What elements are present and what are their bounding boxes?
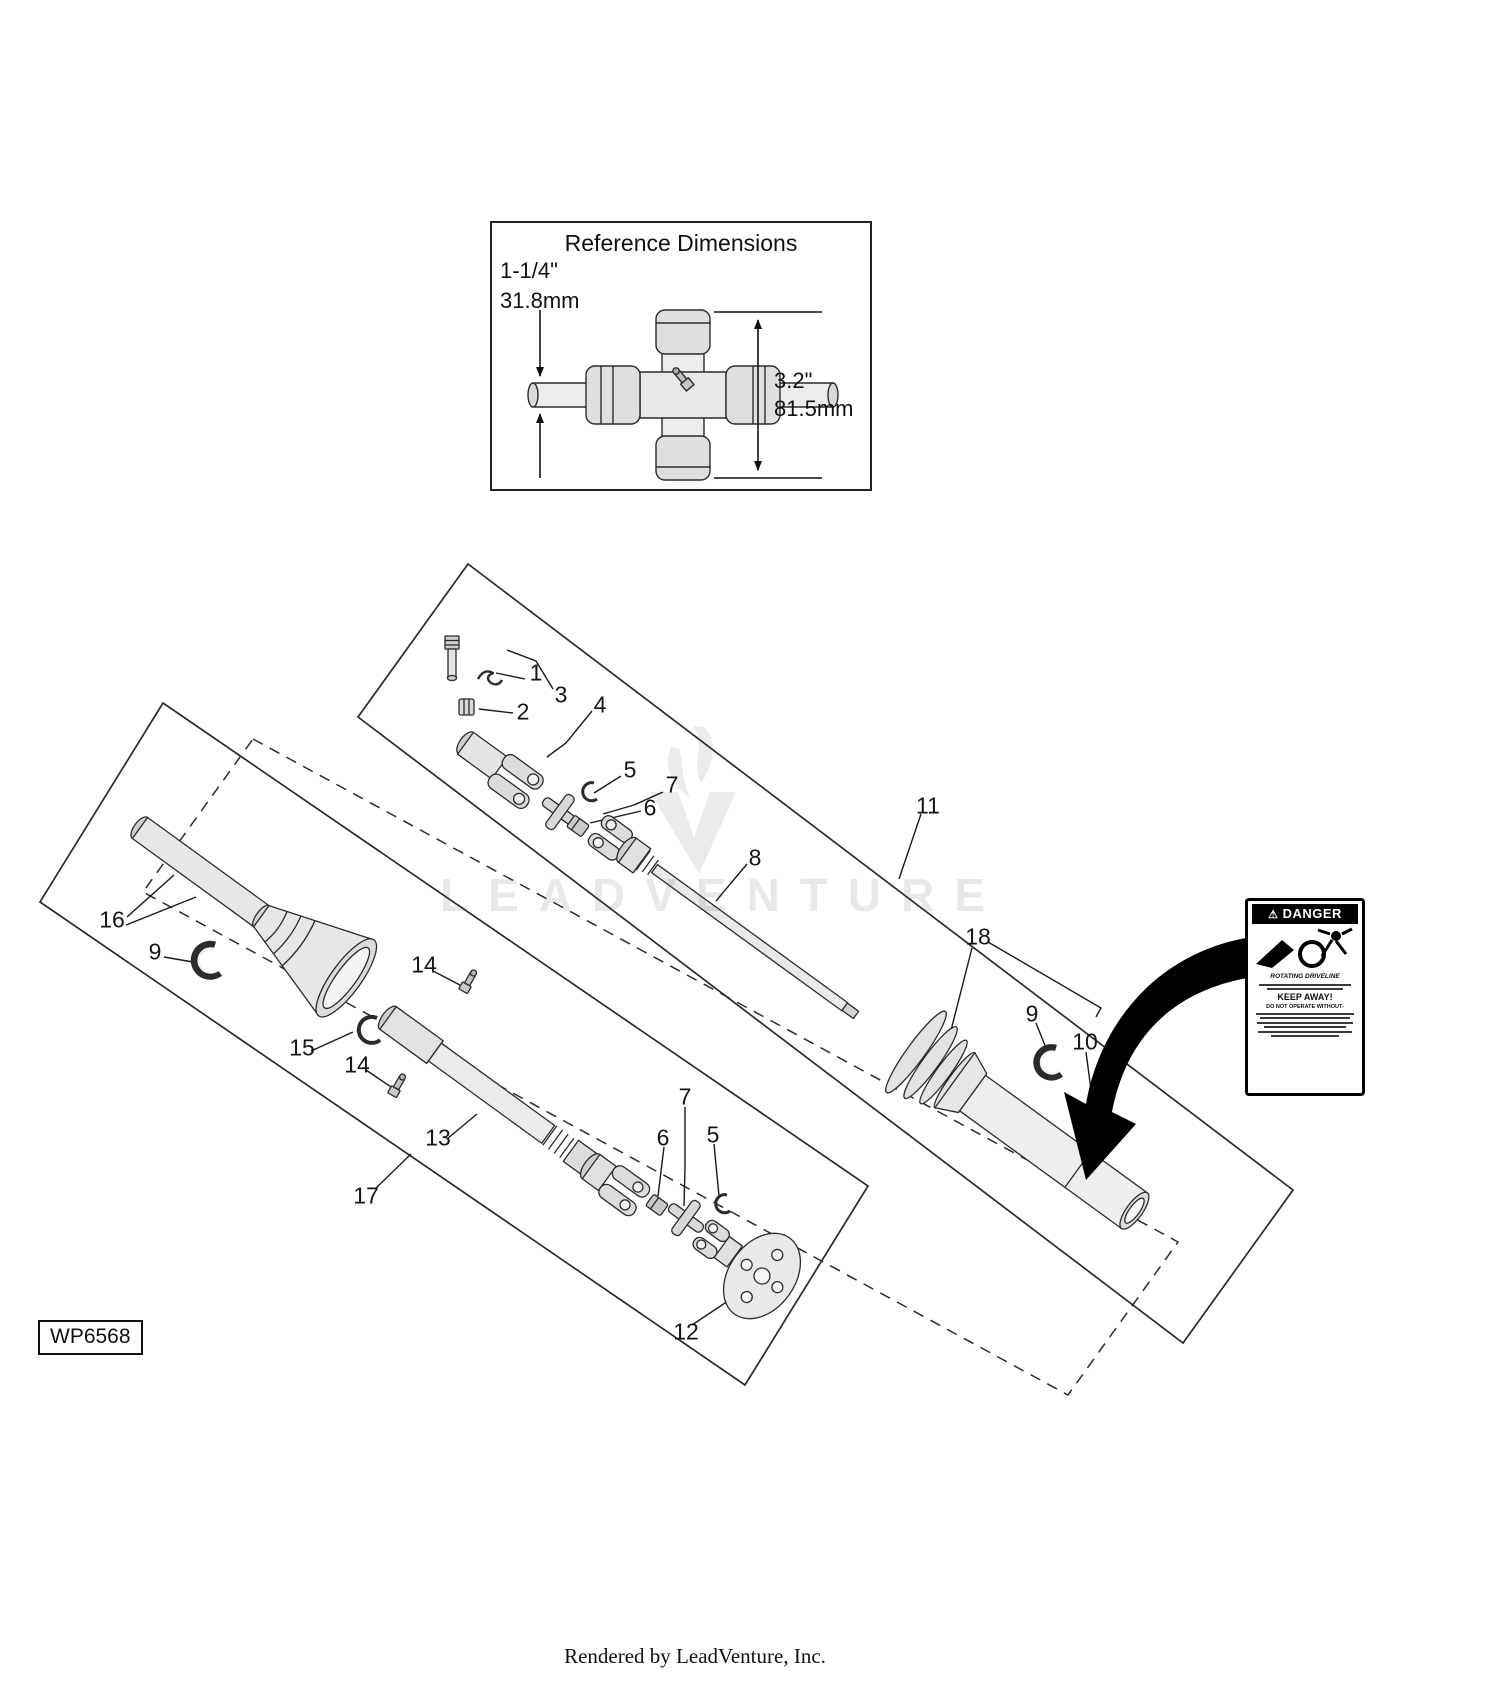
drive-shaft-8 — [635, 850, 860, 1020]
danger-safety-label: ⚠ DANGER ROTATING DRIVELINE KEEP AWAY! D… — [1245, 898, 1365, 1096]
dimension-arrows — [536, 310, 822, 479]
cross-7-upper — [541, 793, 579, 831]
callout-1: 1 — [529, 659, 543, 686]
callout-6: 6 — [643, 794, 657, 821]
drawing-code-box: WP6568 — [38, 1320, 143, 1355]
nut-2 — [458, 698, 475, 716]
callout-5: 5 — [706, 1121, 720, 1148]
snap-ring-5-upper — [581, 781, 598, 803]
callout-2: 2 — [516, 698, 530, 725]
bolt-1 — [444, 635, 460, 682]
callout-3: 3 — [554, 681, 568, 708]
right-driveline-shield-18 — [885, 1010, 1150, 1230]
danger-fine-print-line — [1263, 1026, 1347, 1028]
danger-fine-print-line — [1257, 1021, 1353, 1024]
watermark-text: LEADVENTURE — [440, 869, 1006, 921]
callout-12: 12 — [673, 1318, 699, 1345]
callout-7: 7 — [665, 771, 679, 798]
dimension-height-inches: 3.2" — [774, 368, 813, 393]
dimension-width-inches: 1-1/4" — [500, 258, 558, 283]
lower-kit-outline — [38, 701, 870, 1387]
callout-9: 9 — [1025, 1000, 1039, 1027]
reference-box-title: Reference Dimensions — [564, 230, 798, 256]
danger-header: ⚠ DANGER — [1252, 904, 1358, 924]
half-bushing-9-left — [190, 940, 223, 980]
dimension-height-mm: 81.5mm — [774, 396, 854, 421]
danger-fine-print-line — [1258, 1030, 1352, 1033]
danger-fine-print-line — [1259, 983, 1351, 986]
dimension-width-mm: 31.8mm — [500, 288, 580, 313]
callout-8: 8 — [748, 844, 762, 871]
callout-17: 17 — [353, 1182, 379, 1209]
footer-credit: Rendered by LeadVenture, Inc. — [564, 1644, 826, 1668]
retainer-clip — [476, 670, 504, 686]
do-not-operate-text: DO NOT OPERATE WITHOUT- — [1266, 1004, 1344, 1010]
callout-9: 9 — [148, 938, 162, 965]
callout-14: 14 — [344, 1051, 370, 1078]
flange-disc-12 — [722, 1232, 802, 1320]
danger-fine-print-line — [1260, 1017, 1350, 1019]
danger-fine-print-line — [1271, 1035, 1339, 1037]
callout-16: 16 — [99, 906, 125, 933]
warning-triangle-icon: ⚠ — [1268, 909, 1279, 921]
grease-fitting-14-lower — [387, 1073, 407, 1098]
upper-kit-outline — [356, 562, 1295, 1345]
callout-11: 11 — [916, 792, 940, 819]
callout-4: 4 — [593, 691, 607, 718]
yoke-4 — [456, 731, 544, 810]
ujoint-cross-drawing — [527, 309, 839, 481]
callout-5: 5 — [623, 756, 637, 783]
danger-fine-print-line — [1256, 1012, 1354, 1015]
snap-ring-15 — [356, 1014, 382, 1045]
yoke-8 — [587, 815, 652, 874]
leader-lines — [125, 649, 1102, 1326]
callout-10: 10 — [1072, 1028, 1098, 1055]
watermark-logo — [650, 726, 736, 874]
callout-14: 14 — [411, 951, 437, 978]
flange-yoke-12 — [692, 1219, 743, 1268]
entanglement-pictogram — [1256, 927, 1353, 968]
assembled-outline-dashed — [141, 738, 1180, 1396]
keep-away-text: KEEP AWAY! — [1277, 992, 1333, 1002]
callout-18: 18 — [965, 923, 991, 950]
assembly-outlines — [38, 562, 1295, 1396]
danger-header-text: DANGER — [1282, 906, 1342, 921]
bearing-cup-6-lower — [645, 1194, 669, 1216]
danger-fine-print-line — [1266, 988, 1344, 990]
rotating-driveline-text: ROTATING DRIVELINE — [1270, 973, 1340, 980]
grease-fitting-14-upper — [458, 969, 478, 994]
callout-13: 13 — [425, 1124, 451, 1151]
cross-7-lower — [667, 1199, 705, 1237]
snap-ring-5-lower — [714, 1193, 731, 1215]
reference-dimensions-box — [490, 221, 872, 491]
left-driveline-shield — [130, 816, 378, 1018]
telescoping-tube-13 — [377, 1005, 599, 1177]
yoke-13-end — [579, 1153, 651, 1217]
callout-15: 15 — [289, 1034, 315, 1061]
callout-6: 6 — [656, 1124, 670, 1151]
half-bushing-9-right — [1033, 1044, 1064, 1081]
callout-7: 7 — [678, 1083, 692, 1110]
danger-arrow — [1064, 938, 1247, 1180]
bearing-cup-6-upper — [566, 815, 590, 837]
